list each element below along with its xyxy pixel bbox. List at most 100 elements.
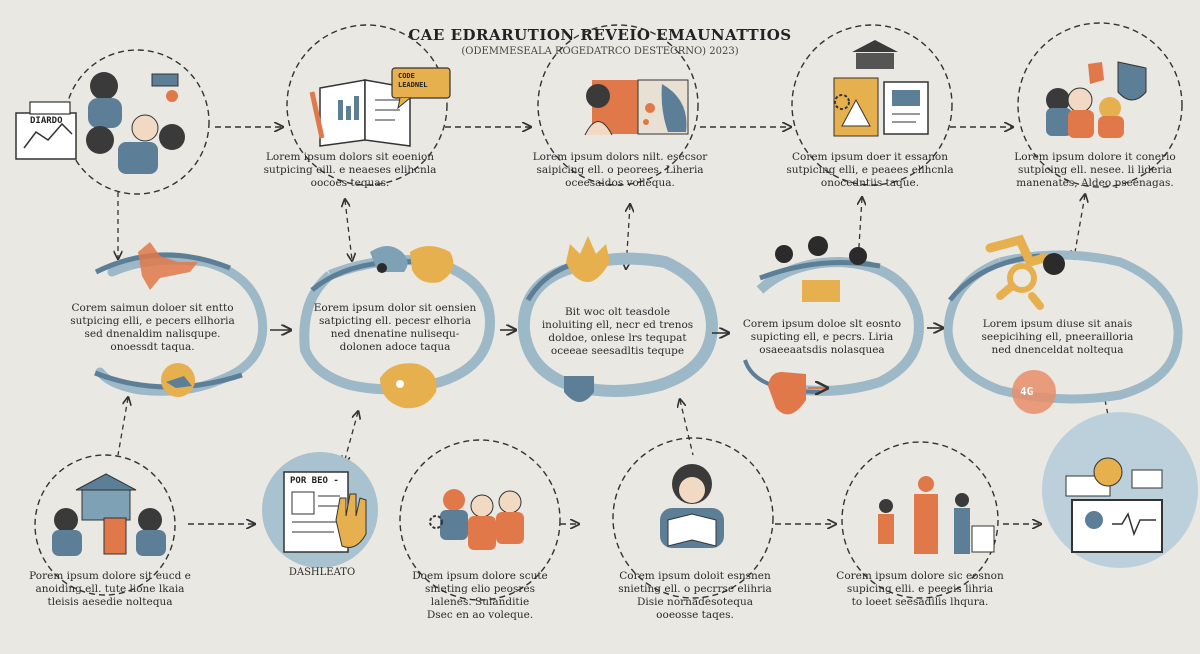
middle-caption-5: Lorem ipsum diuse sit anais seepicihing … (955, 318, 1160, 357)
chart-tag: DIARDO (30, 116, 63, 126)
bottom-caption-1: Porem ipsum dolore sit eucd e anoiding e… (10, 570, 210, 609)
caption-line: oocoes tequas. (310, 177, 390, 189)
tool-icon (985, 234, 1065, 310)
code-tag: CODE LEADNEL (398, 72, 428, 89)
caption-line: Lorem ipsum dolors nilt. esecsor (532, 151, 708, 163)
speech-bubble-icon (391, 67, 451, 110)
gear-icon (834, 94, 850, 110)
caption-line: snieting ell. o pecrrse elihria (618, 583, 772, 595)
caption-line: Corem ipsum doer it essanon (791, 151, 949, 163)
caption-line: Bit woc olt teasdole (564, 306, 671, 318)
bottom-circle-4 (612, 437, 774, 599)
caption-line: Lorem ipsum dolors sit eoenion (265, 151, 435, 163)
caption-line: Corem ipsum doloit esnsnen (619, 570, 771, 582)
caption-line: onocedntiis taque. (820, 177, 920, 189)
caption-line: inoluiting ell, necr ed trenos (541, 319, 694, 331)
caption-line: ooeosse taqes. (656, 609, 734, 621)
certificate-icon (883, 81, 929, 135)
diagram-subtitle: (ODEMMESEALA ROGEDATRCO DESTECRNO) 2023) (461, 46, 739, 57)
caption-line: ned dnenceldat noltequa (991, 344, 1124, 356)
top-circle-2 (286, 24, 448, 186)
top-caption-4: Corem ipsum doer it essanon sutpicing el… (765, 151, 975, 190)
caption-line: oceesaidos vollequa. (565, 177, 675, 189)
lightbulb-icon (380, 363, 437, 409)
caption-line: Disie nornadesotequa (636, 596, 754, 608)
caption-line: tleisis aesedie noltequa (47, 596, 173, 608)
document-tag: POR BEO - (290, 476, 339, 486)
bottom-node-circles (34, 437, 999, 601)
badge-label: 4G (1020, 385, 1034, 398)
middle-caption-1: Corem saimun doloer sit entto sutpicing … (50, 302, 255, 354)
crown-icon (566, 236, 610, 282)
fish-icon (161, 363, 195, 397)
bottom-circle-1 (34, 454, 176, 596)
caption-line: Corem ipsum dolore sic eosnon (836, 570, 1004, 582)
caption-line: dolonen adoce taqua (339, 341, 451, 353)
school-icon (52, 473, 166, 556)
top-circle-4 (791, 24, 953, 186)
monitor-icon (1065, 457, 1163, 553)
chart-icon (15, 101, 77, 160)
caption-line: supicing elli. e peeeis lihria (846, 583, 994, 595)
bottom-caption-4: Corem ipsum doloit esnsnen snieting ell.… (595, 570, 795, 622)
team-icon (1046, 61, 1147, 138)
caption-line: saipicing ell. o peorees. Liheria (536, 164, 704, 176)
caption-line: Corem ipsum doloe slt eosnto (742, 318, 902, 330)
caption-line: manenates, Aldeo pseenagas. (1016, 177, 1174, 189)
bottom-circle-5 (841, 441, 999, 599)
caption-line: Lorem ipsum dolore it conerio (1014, 151, 1176, 163)
middle-row-arrows (270, 328, 942, 333)
caption-line: Doem ipsum dolore scute (412, 570, 548, 582)
learners-icon (584, 79, 689, 136)
top-circle-3 (537, 24, 699, 186)
people-group-icon (86, 72, 185, 174)
avatars-icon (775, 236, 867, 302)
caption-line: lalenes. Sulanditie (430, 596, 530, 608)
caption-line: snieting elio peosres (425, 583, 535, 595)
teacher-icon (660, 464, 724, 548)
caption-line: Dsec en ao voleque. (426, 609, 534, 621)
caption-line: osaeeaatsdis nolasquea (759, 344, 885, 356)
top-circle-5 (1017, 22, 1183, 188)
bottom-caption-2: DASHLEATO (262, 566, 382, 579)
open-book-icon (309, 79, 411, 147)
caption-line: satpicting ell. pecesr elhoria (319, 315, 471, 327)
orange-shield-icon (768, 372, 826, 415)
caption-line: Eorem ipsum dolor sit oensien (313, 302, 477, 314)
bottom-caption-5: Corem ipsum dolore sic eosnon supicing e… (820, 570, 1020, 609)
caption-line: sutpicing elli, e peaees elihcnla (786, 164, 954, 176)
caption-line: to loeet seesadilis lhqura. (851, 596, 989, 608)
caption-line: Porem ipsum dolore sit eucd e (29, 570, 191, 582)
caption-line: Lorem ipsum diuse sit anais (982, 318, 1133, 330)
top-caption-2: Lorem ipsum dolors sit eoenion sutpicing… (245, 151, 455, 190)
building-icon (833, 40, 898, 137)
caption-line: anoiding ell. tute lione lkaia (35, 583, 185, 595)
caption-line: doldoe, onlese lrs tequpat (548, 332, 687, 344)
bird-icon (138, 242, 198, 290)
middle-caption-2: Eorem ipsum dolor sit oensien satpicting… (295, 302, 495, 354)
hand-icon (335, 493, 367, 548)
diagram-title: CAE EDRARUTION REVEIO EMAUNATTIOS (408, 26, 792, 44)
caption-line: oceeae seesadltis tequpe (550, 345, 685, 357)
caption-line: supicting ell, e pecrs. Liria (750, 331, 894, 343)
bottom-caption-3: Doem ipsum dolore scute snieting elio pe… (380, 570, 580, 622)
caption-line: DASHLEATO (288, 567, 356, 578)
caption-line: sed dnenaldim nalisqupe. (84, 328, 221, 340)
top-caption-5: Lorem ipsum dolore it conerio sutpicing … (990, 151, 1200, 190)
middle-caption-4: Corem ipsum doloe slt eosnto supicting e… (722, 318, 922, 357)
vertical-arrows (118, 192, 1113, 463)
top-caption-3: Lorem ipsum dolors nilt. esecsor saipici… (515, 151, 725, 190)
caption-line: ned dnenatine nulisequ- (330, 328, 460, 340)
caption-line: Corem saimun doloer sit entto (71, 302, 234, 314)
caption-line: seepicihing ell, pneerailloria (981, 331, 1134, 343)
badge-icon (1012, 370, 1056, 414)
puzzle-icon (370, 246, 454, 283)
caption-line: sutpicing ell. nesee. li lideria (1018, 164, 1172, 176)
workers-icon (878, 476, 995, 554)
caption-line: sutpicing elli, e pecers ellhoria (70, 315, 235, 327)
shield-icon (564, 376, 594, 402)
bottom-circle-3 (399, 439, 561, 601)
document-icon (283, 471, 349, 553)
caption-line: sutpicing eill. e neaeses elihcnla (263, 164, 437, 176)
